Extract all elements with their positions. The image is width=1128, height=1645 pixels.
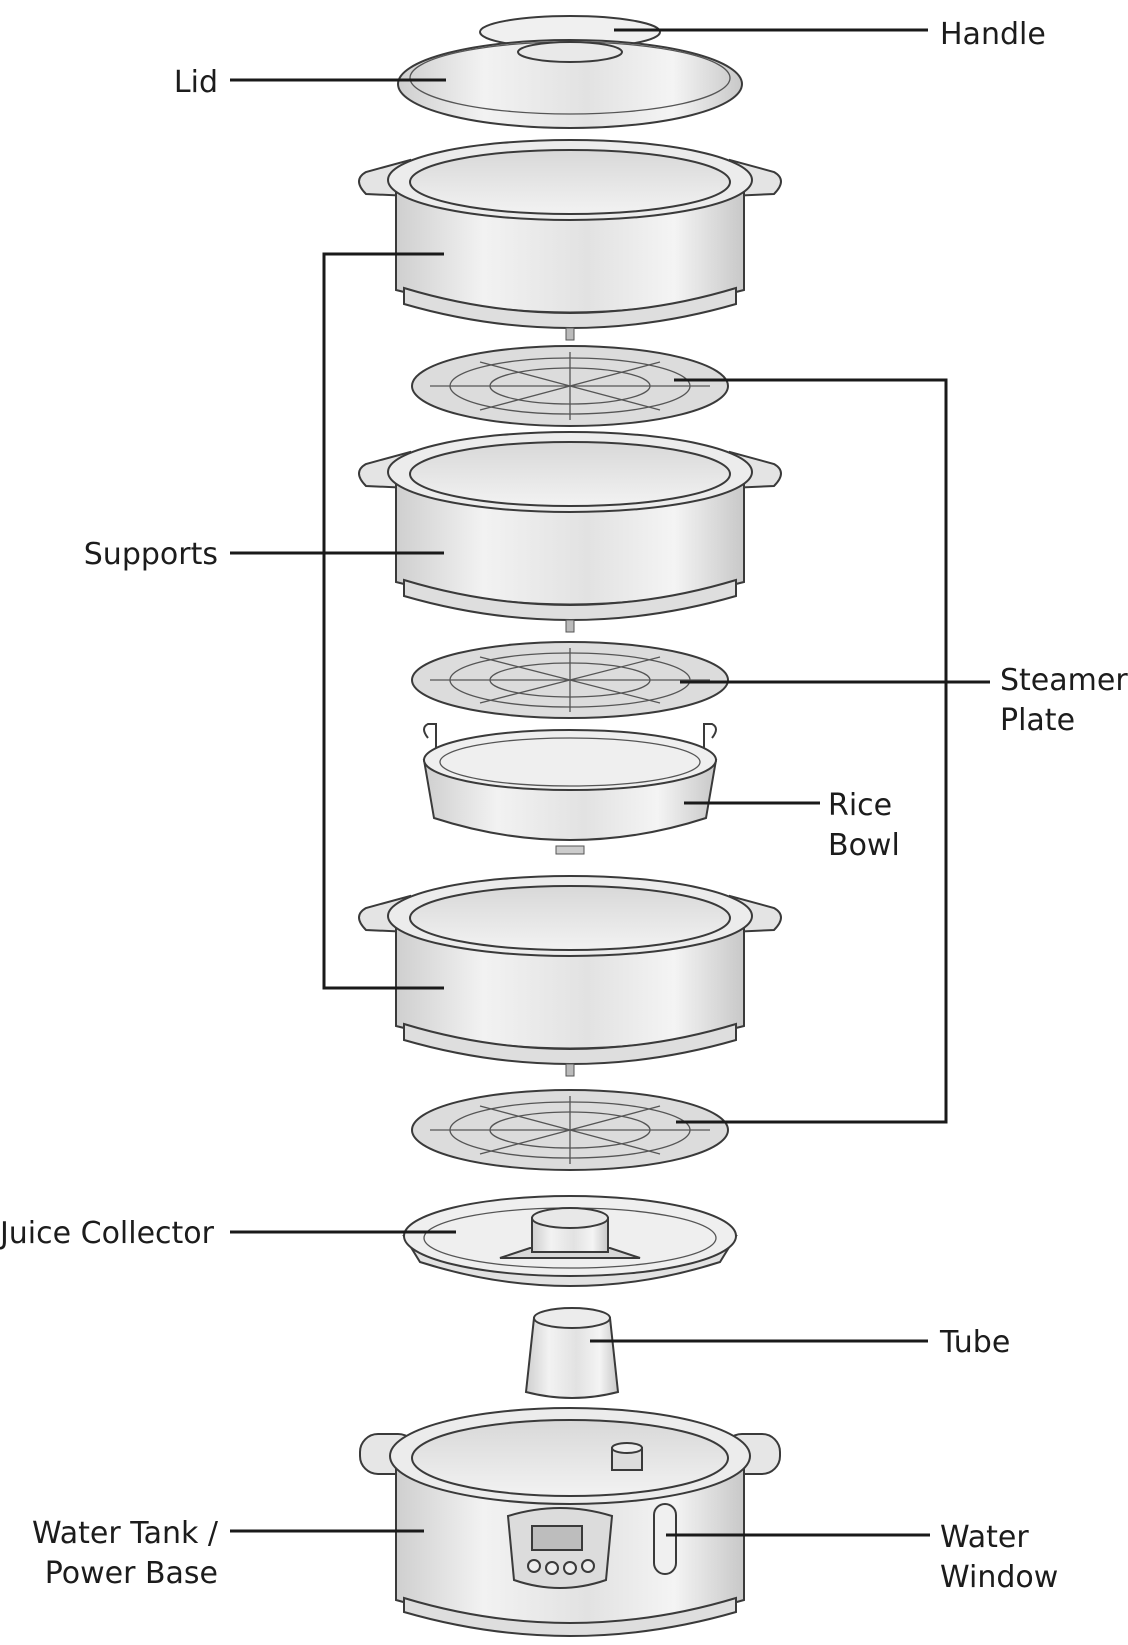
water-tank-part — [359, 1407, 781, 1637]
label-tube: Tube — [939, 1325, 1010, 1360]
label-water-window-line-1: Water — [940, 1520, 1029, 1555]
leader-lines — [230, 28, 990, 1537]
label-rice-bowl-line-2: Bowl — [828, 828, 900, 863]
label-steamer-plate-line-1: Steamer — [1000, 663, 1128, 698]
label-lid: Lid — [174, 65, 218, 100]
steamer-plate-1 — [411, 345, 729, 427]
support-tier-1 — [358, 139, 782, 341]
juice-collector-part — [402, 1195, 738, 1287]
label-water-window-line-2: Window — [940, 1560, 1058, 1595]
support-tier-3 — [358, 875, 782, 1077]
rice-bowl-part — [422, 723, 718, 855]
label-handle: Handle — [940, 17, 1046, 52]
label-juice-collector: Juice Collector — [0, 1216, 215, 1251]
steamer-plate-3 — [411, 1089, 729, 1171]
label-water-tank-line-1: Water Tank / — [32, 1516, 219, 1551]
support-tier-2 — [358, 431, 782, 633]
lid-part — [397, 39, 743, 129]
label-water-tank-line-2: Power Base — [45, 1556, 218, 1591]
tube-part — [524, 1307, 620, 1399]
label-rice-bowl-line-1: Rice — [828, 788, 892, 823]
steamer-plate-2 — [411, 641, 729, 719]
label-steamer-plate-line-2: Plate — [1000, 703, 1075, 738]
label-supports: Supports — [84, 537, 218, 572]
leader-supports-bracket — [322, 252, 444, 990]
leader-steamer-plate-bracket — [674, 378, 948, 1124]
